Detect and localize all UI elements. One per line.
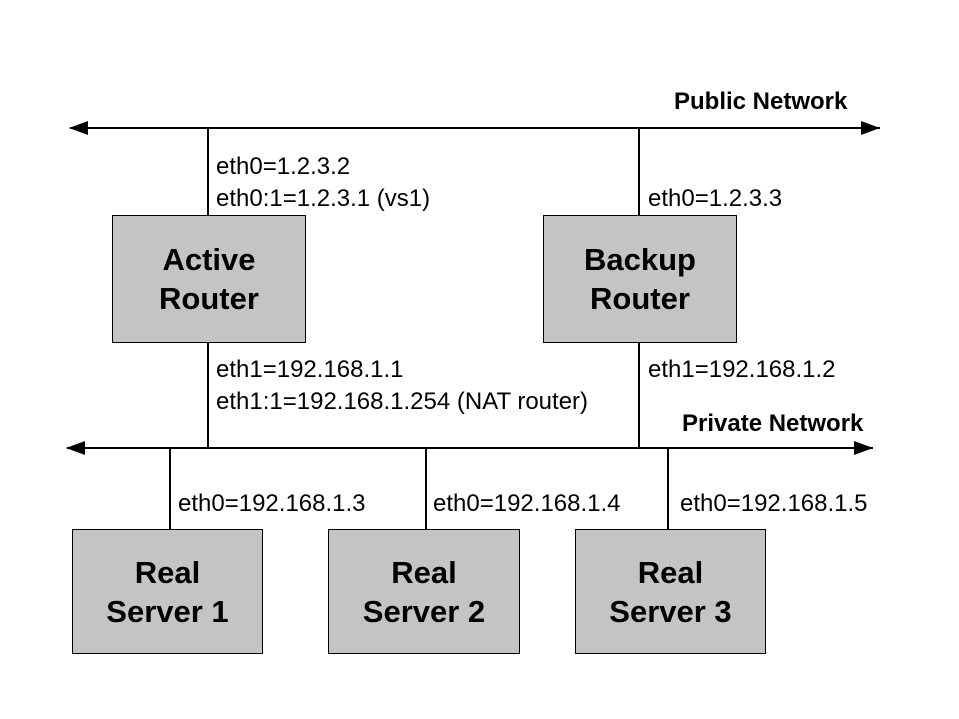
public-network-label: Public Network [674,88,848,115]
server3-link-line [667,448,669,529]
active-router-box: Active Router [112,215,306,343]
server3-eth0-label: eth0=192.168.1.5 [680,490,868,517]
active-router-downlink-line [207,343,209,448]
server1-eth0-label: eth0=192.168.1.3 [178,490,366,517]
active-router-private-interfaces: eth1=192.168.1.1 eth1:1=192.168.1.254 (N… [216,354,588,418]
server2-name-line2: Server 2 [362,593,486,629]
public-network-line [70,127,880,129]
active-eth0-alias-label: eth0:1=1.2.3.1 (vs1) [216,185,431,212]
real-server-3-box: Real Server 3 [575,529,766,654]
backup-eth0-label: eth0=1.2.3.3 [648,185,783,212]
server3-name-line1: Real [637,554,704,590]
backup-router-name-line1: Backup [584,242,696,277]
active-router-public-interfaces: eth0=1.2.3.2 eth0:1=1.2.3.1 (vs1) [216,151,430,215]
active-router-name-line1: Active [162,242,256,277]
private-network-arrow-right-icon [854,441,873,455]
private-network-line [67,447,873,449]
backup-eth1-label: eth1=192.168.1.2 [648,356,836,383]
server2-name-line1: Real [391,554,457,590]
active-eth1-alias-label: eth1:1=192.168.1.254 (NAT router) [216,388,589,415]
public-network-arrow-left-icon [69,121,88,135]
active-eth0-label: eth0=1.2.3.2 [216,153,351,180]
backup-router-name-line2: Router [590,281,690,316]
real-server-1-box: Real Server 1 [72,529,263,654]
server2-eth0-label: eth0=192.168.1.4 [433,490,621,517]
backup-router-downlink-line [638,343,640,448]
active-router-name-line2: Router [159,281,259,316]
real-server-2-box: Real Server 2 [328,529,520,654]
server2-link-line [425,448,427,529]
active-eth1-label: eth1=192.168.1.1 [216,356,404,383]
server1-name-line2: Server 1 [106,593,229,629]
server3-name-line2: Server 3 [609,593,732,629]
private-network-label: Private Network [682,410,864,437]
backup-router-uplink-line [638,128,640,215]
active-router-uplink-line [207,128,209,215]
public-network-arrow-right-icon [861,121,880,135]
server1-name-line1: Real [134,554,201,590]
server1-link-line [169,448,171,529]
backup-router-box: Backup Router [543,215,737,343]
private-network-arrow-left-icon [66,441,85,455]
